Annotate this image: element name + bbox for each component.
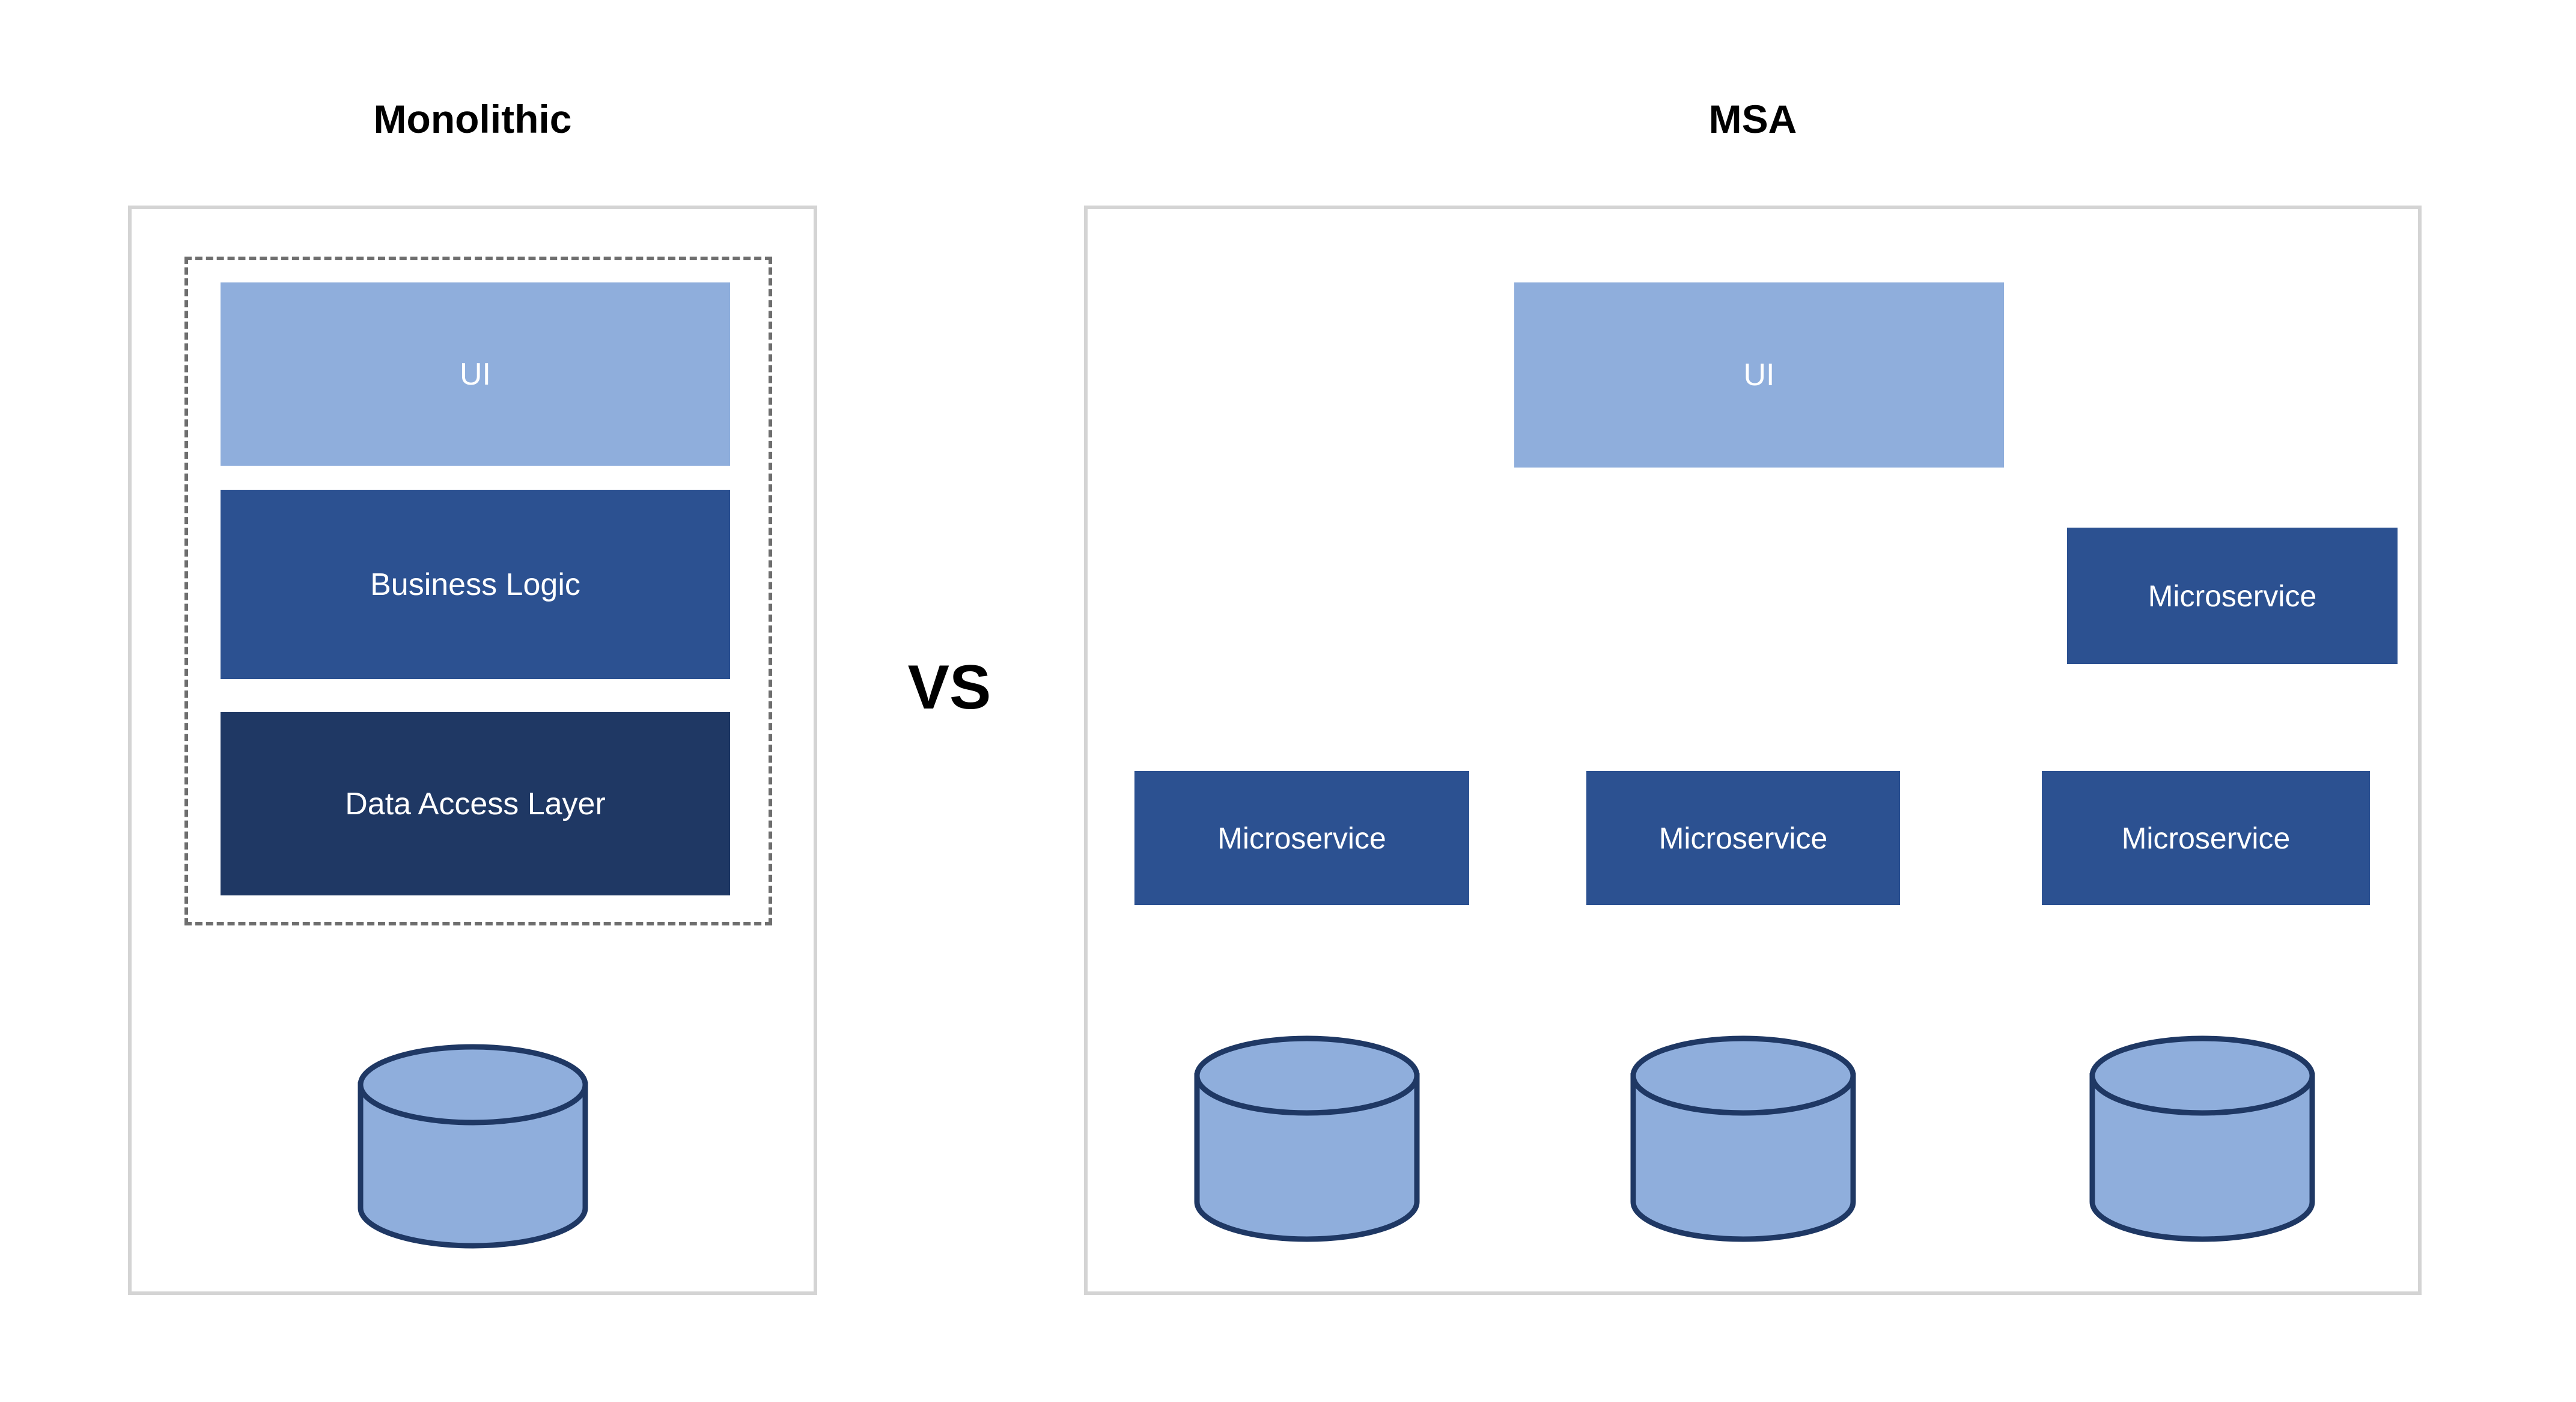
- monolith-layer-data-access[interactable]: Data Access Layer: [221, 712, 730, 895]
- msa-microservice-bottom-center[interactable]: Microservice: [1586, 771, 1900, 905]
- msa-microservice-top-right-label: Microservice: [2148, 579, 2317, 613]
- msa-microservice-bottom-right[interactable]: Microservice: [2042, 771, 2370, 905]
- monolithic-panel-title: Monolithic: [373, 97, 572, 141]
- msa-microservice-bottom-right-label: Microservice: [2121, 821, 2291, 855]
- msa-microservice-top-right[interactable]: Microservice: [2067, 528, 2398, 664]
- msa-ui-label: UI: [1743, 358, 1775, 392]
- msa-microservice-bottom-center-label: Microservice: [1658, 821, 1828, 855]
- monolith-layer-data-access-label: Data Access Layer: [345, 786, 606, 821]
- msa-panel-title: MSA: [1708, 97, 1797, 141]
- msa-microservice-bottom-left-label: Microservice: [1217, 821, 1386, 855]
- monolithic-boundary-dashed: [184, 257, 772, 925]
- monolith-layer-ui-label: UI: [460, 356, 491, 392]
- msa-microservice-bottom-left[interactable]: Microservice: [1134, 771, 1469, 905]
- comparison-label: VS: [907, 653, 991, 722]
- monolith-layer-ui[interactable]: UI: [221, 282, 730, 466]
- monolith-layer-business-logic-label: Business Logic: [370, 567, 580, 602]
- monolith-layer-business-logic[interactable]: Business Logic: [221, 490, 730, 679]
- msa-ui-box[interactable]: UI: [1514, 282, 2004, 468]
